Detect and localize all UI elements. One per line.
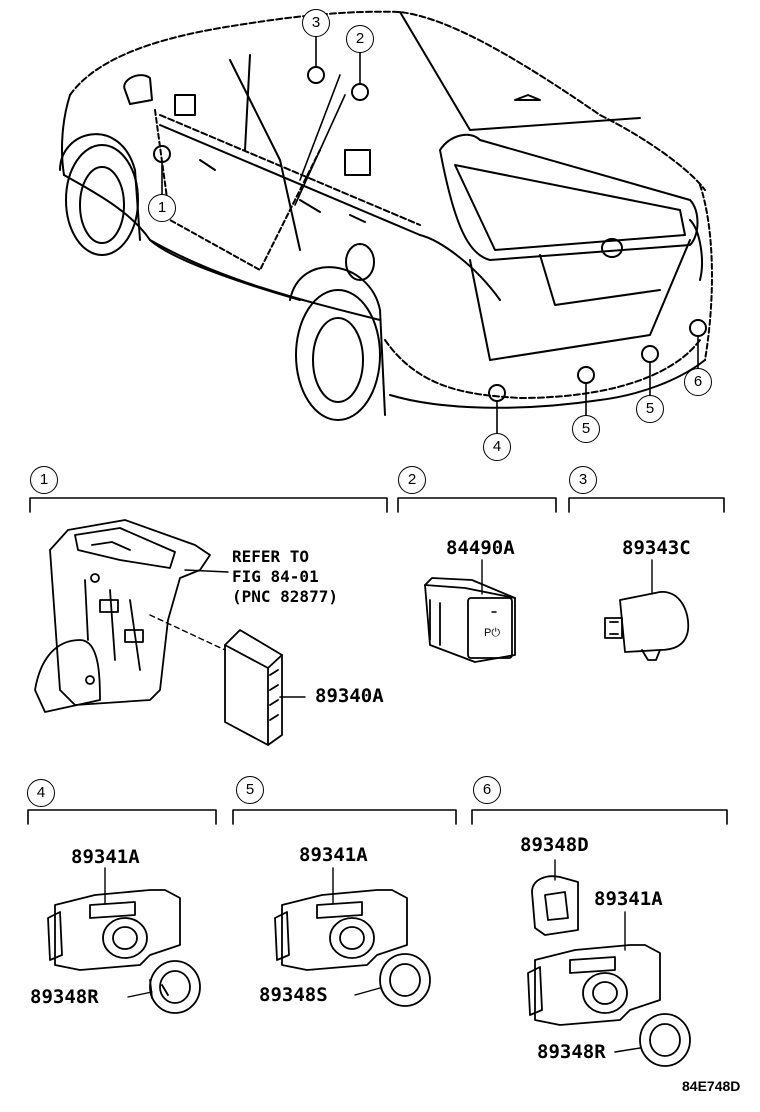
section-5-number: 5 — [236, 776, 264, 804]
sensor-4-drawing — [47, 867, 201, 1014]
callout-2[interactable]: 2 — [346, 25, 374, 53]
refer-note: REFER TO FIG 84-01 (PNC 82877) — [232, 547, 338, 606]
part-label-s5-89341A[interactable]: 89341A — [299, 844, 368, 866]
switch-pwr-glyph: P⏻ — [484, 627, 500, 639]
callout-5b[interactable]: 5 — [636, 395, 664, 423]
section-brackets — [27, 497, 728, 825]
callout-4[interactable]: 4 — [483, 433, 511, 461]
callout-6[interactable]: 6 — [684, 368, 712, 396]
section-2-number: 2 — [398, 466, 426, 494]
section-1-number: 1 — [30, 466, 58, 494]
module-89340A-drawing — [224, 629, 306, 746]
vehicle-illustration — [59, 10, 713, 421]
part-label-84490A[interactable]: 84490A — [446, 537, 515, 559]
sensor-89343C-drawing — [604, 559, 690, 661]
part-label-s6-89348R[interactable]: 89348R — [537, 1041, 606, 1063]
callout-1[interactable]: 1 — [148, 194, 176, 222]
sensor-5-drawing — [274, 867, 431, 1007]
figure-id: 84E748D — [682, 1078, 741, 1094]
section-4-number: 4 — [27, 779, 55, 807]
part-label-s4-89341A[interactable]: 89341A — [71, 846, 140, 868]
sensor-6-drawing — [527, 859, 691, 1067]
part-label-89340A[interactable]: 89340A — [315, 685, 384, 707]
callout-3[interactable]: 3 — [302, 9, 330, 37]
part-label-s6-89341A[interactable]: 89341A — [594, 888, 663, 910]
part-label-s4-89348R[interactable]: 89348R — [30, 986, 99, 1008]
bracket-part — [34, 519, 229, 713]
part-label-89343C[interactable]: 89343C — [622, 537, 691, 559]
part-label-s5-89348S[interactable]: 89348S — [259, 984, 328, 1006]
callout-5[interactable]: 5 — [572, 415, 600, 443]
callout-leaders — [161, 35, 699, 434]
switch-84490A-drawing — [424, 559, 516, 663]
part-label-s6-89348D[interactable]: 89348D — [520, 834, 589, 856]
section-3-number: 3 — [569, 466, 597, 494]
section-6-number: 6 — [473, 776, 501, 804]
